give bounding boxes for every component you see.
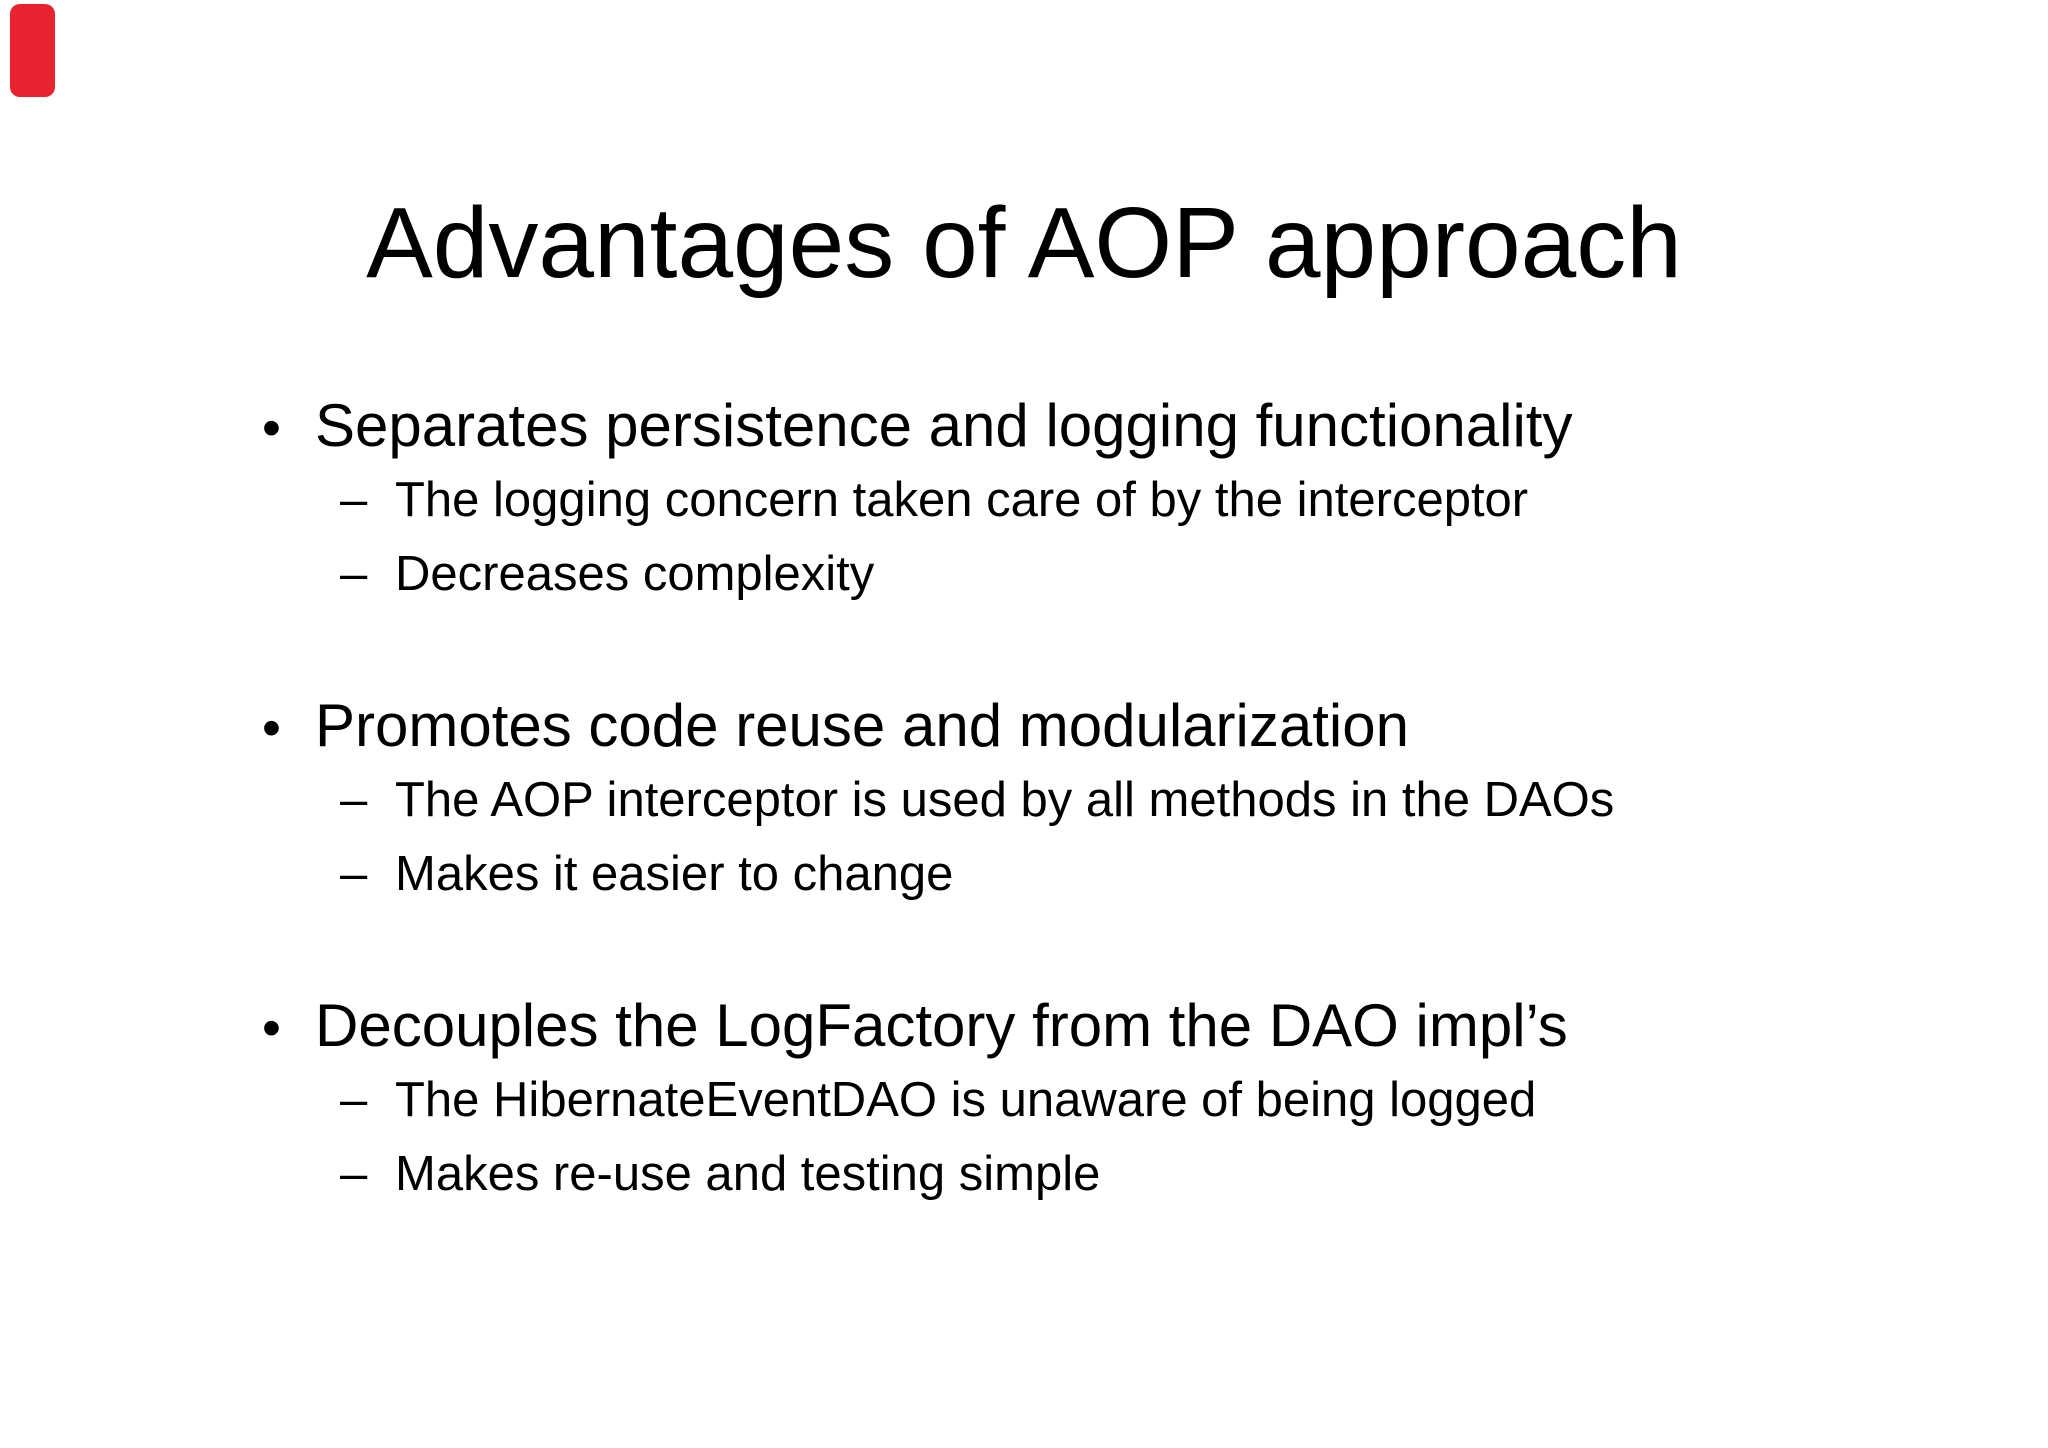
bullet-group: • Promotes code reuse and modularization… xyxy=(262,690,1822,904)
bullet-text: Separates persistence and logging functi… xyxy=(315,392,1573,459)
sub-bullet-item: – Makes it easier to change xyxy=(340,844,1822,904)
sub-bullet-text: Makes it easier to change xyxy=(395,847,954,901)
sub-bullet-text: Makes re-use and testing simple xyxy=(395,1147,1101,1201)
dash-marker-icon: – xyxy=(340,1073,368,1127)
bullet-item: • Decouples the LogFactory from the DAO … xyxy=(262,990,1822,1064)
bullet-text: Promotes code reuse and modularization xyxy=(315,692,1409,759)
bullet-marker-icon: • xyxy=(262,698,281,758)
bullet-marker-icon: • xyxy=(262,398,281,458)
sub-bullet-item: – Decreases complexity xyxy=(340,544,1822,604)
dash-marker-icon: – xyxy=(340,773,368,827)
sub-bullet-text: The HibernateEventDAO is unaware of bein… xyxy=(395,1073,1537,1127)
bullet-item: • Separates persistence and logging func… xyxy=(262,390,1822,464)
bullet-item: • Promotes code reuse and modularization xyxy=(262,690,1822,764)
dash-marker-icon: – xyxy=(340,1147,368,1201)
sub-bullet-text: The AOP interceptor is used by all metho… xyxy=(395,773,1615,827)
sub-bullet-item: – The AOP interceptor is used by all met… xyxy=(340,770,1822,830)
dash-marker-icon: – xyxy=(340,547,368,601)
sub-bullet-item: – The logging concern taken care of by t… xyxy=(340,470,1822,530)
sub-bullet-text: Decreases complexity xyxy=(395,547,875,601)
sub-bullet-item: – Makes re-use and testing simple xyxy=(340,1144,1822,1204)
bullet-marker-icon: • xyxy=(262,998,281,1058)
dash-marker-icon: – xyxy=(340,847,368,901)
sub-bullet-item: – The HibernateEventDAO is unaware of be… xyxy=(340,1070,1822,1130)
bullet-list: • Separates persistence and logging func… xyxy=(262,390,1822,1204)
dash-marker-icon: – xyxy=(340,473,368,527)
bullet-text: Decouples the LogFactory from the DAO im… xyxy=(315,992,1568,1059)
sub-bullet-text: The logging concern taken care of by the… xyxy=(395,473,1529,527)
slide-title: Advantages of AOP approach xyxy=(366,187,1682,299)
bullet-group: • Decouples the LogFactory from the DAO … xyxy=(262,990,1822,1204)
red-bar-decoration xyxy=(10,4,55,97)
bullet-group: • Separates persistence and logging func… xyxy=(262,390,1822,604)
